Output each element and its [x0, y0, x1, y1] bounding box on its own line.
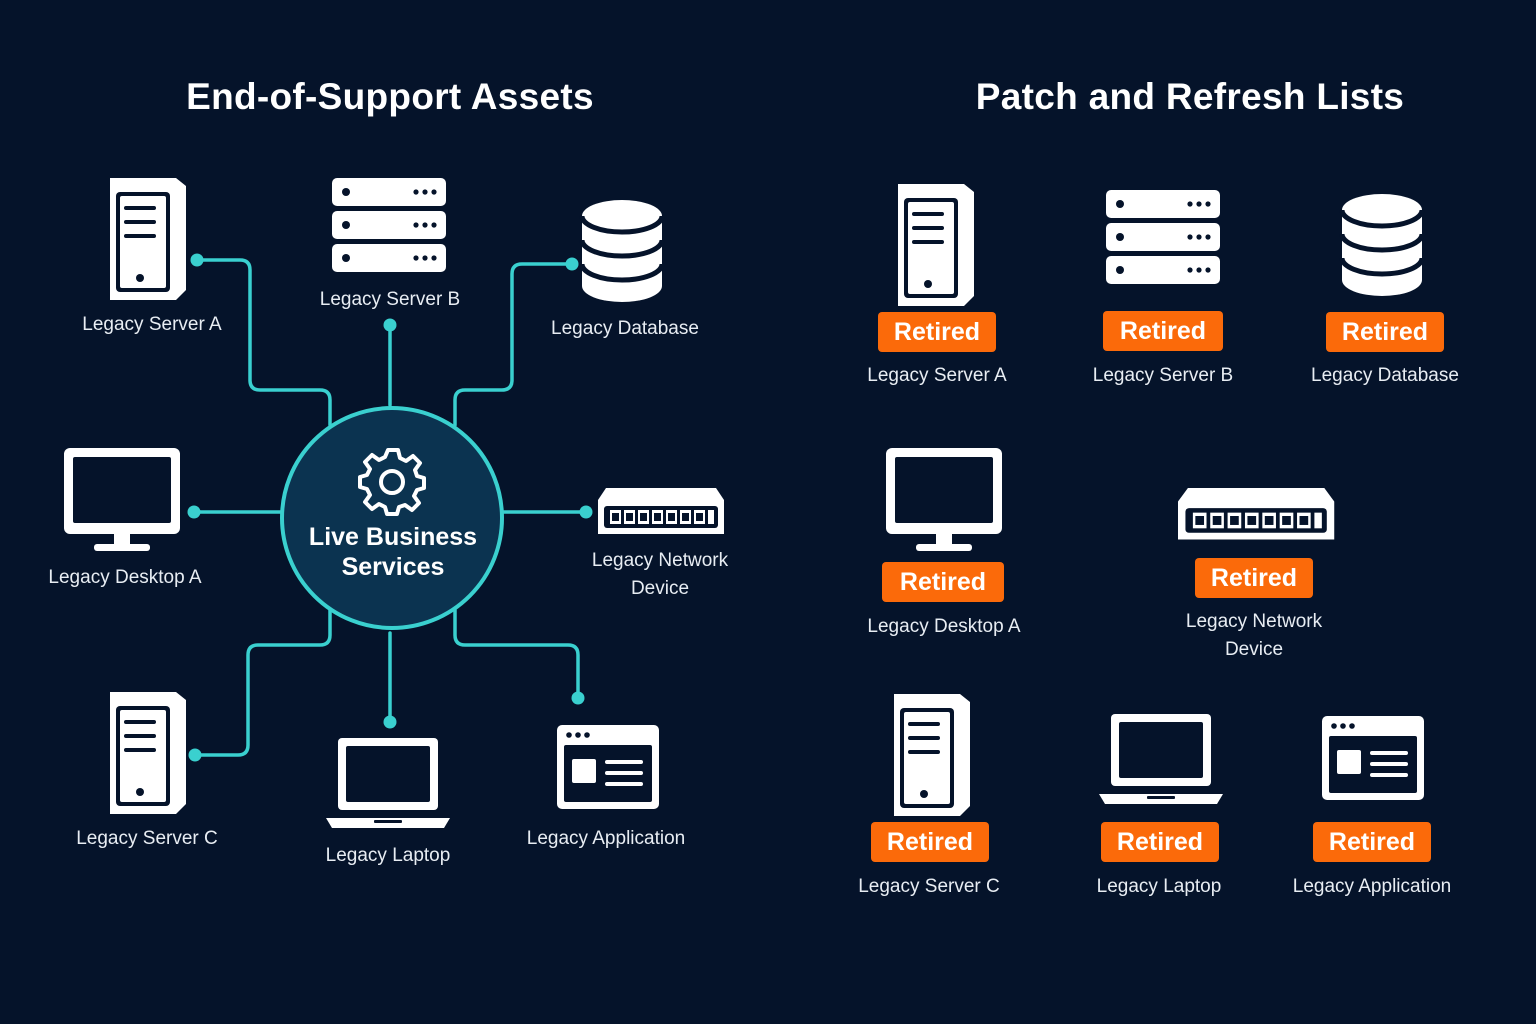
- connector-database: [453, 262, 574, 427]
- status-badge-server-a: Retired: [878, 312, 996, 352]
- status-badge-network: Retired: [1195, 558, 1313, 598]
- asset-label-desktop-a: Legacy Desktop A: [48, 567, 202, 588]
- laptop-icon: [326, 738, 450, 828]
- asset-label-application: Legacy Application: [526, 828, 686, 849]
- connector-server-c: [193, 608, 332, 757]
- right-panel-title: Patch and Refresh Lists: [975, 76, 1405, 117]
- status-badge-application: Retired: [1313, 822, 1431, 862]
- retired-label-laptop: Legacy Laptop: [1096, 876, 1222, 897]
- asset-label-network-line2: Device: [630, 578, 690, 599]
- asset-label-laptop: Legacy Laptop: [325, 845, 451, 866]
- retired-label-desktop-a: Legacy Desktop A: [867, 616, 1021, 637]
- tower-server-icon: [110, 178, 186, 300]
- status-badge-server-c: Retired: [871, 822, 989, 862]
- tower-server-icon: [110, 692, 186, 814]
- application-window-icon: [557, 725, 659, 809]
- network-switch-icon: [1178, 488, 1335, 540]
- asset-label-network: Legacy Network Device: [570, 547, 750, 603]
- rack-server-icon: [1106, 190, 1220, 284]
- asset-label-server-c: Legacy Server C: [76, 828, 218, 849]
- asset-label-database: Legacy Database: [551, 318, 699, 339]
- asset-label-server-b: Legacy Server B: [319, 289, 461, 310]
- database-icon: [1342, 194, 1422, 296]
- retired-label-network-line2: Device: [1224, 639, 1284, 660]
- database-icon: [582, 200, 662, 302]
- status-badge-server-b: Retired: [1103, 311, 1223, 351]
- hub-label-line1: Live Business: [308, 523, 478, 551]
- retired-label-application: Legacy Application: [1292, 876, 1452, 897]
- hub-label: Live Business Services: [290, 522, 496, 582]
- rack-server-icon: [332, 178, 446, 272]
- retired-label-server-a: Legacy Server A: [867, 365, 1007, 386]
- connector-dots: [187, 253, 593, 762]
- retired-label-database: Legacy Database: [1311, 365, 1459, 386]
- gear-icon: [358, 448, 426, 516]
- status-badge-laptop: Retired: [1101, 822, 1219, 862]
- tower-server-icon: [898, 184, 974, 306]
- hub-label-line2: Services: [341, 553, 445, 581]
- retired-label-server-c: Legacy Server C: [858, 876, 1000, 897]
- application-window-icon: [1322, 716, 1424, 800]
- left-panel-title: End-of-Support Assets: [186, 76, 594, 117]
- tower-server-icon: [894, 694, 970, 816]
- monitor-icon: [886, 448, 1002, 551]
- asset-label-network-line1: Legacy Network: [591, 550, 729, 571]
- network-switch-icon: [598, 488, 724, 534]
- status-badge-desktop-a: Retired: [882, 562, 1004, 602]
- connectors: [192, 258, 588, 757]
- asset-label-server-a: Legacy Server A: [82, 314, 222, 335]
- monitor-icon: [64, 448, 180, 551]
- laptop-icon: [1099, 714, 1223, 804]
- retired-label-network: Legacy Network Device: [1164, 608, 1344, 664]
- status-badge-database: Retired: [1326, 312, 1444, 352]
- connector-application: [453, 608, 580, 700]
- retired-label-server-b: Legacy Server B: [1092, 365, 1234, 386]
- connector-server-a: [195, 258, 332, 427]
- retired-label-network-line1: Legacy Network: [1185, 611, 1323, 632]
- hub-node: [280, 406, 504, 630]
